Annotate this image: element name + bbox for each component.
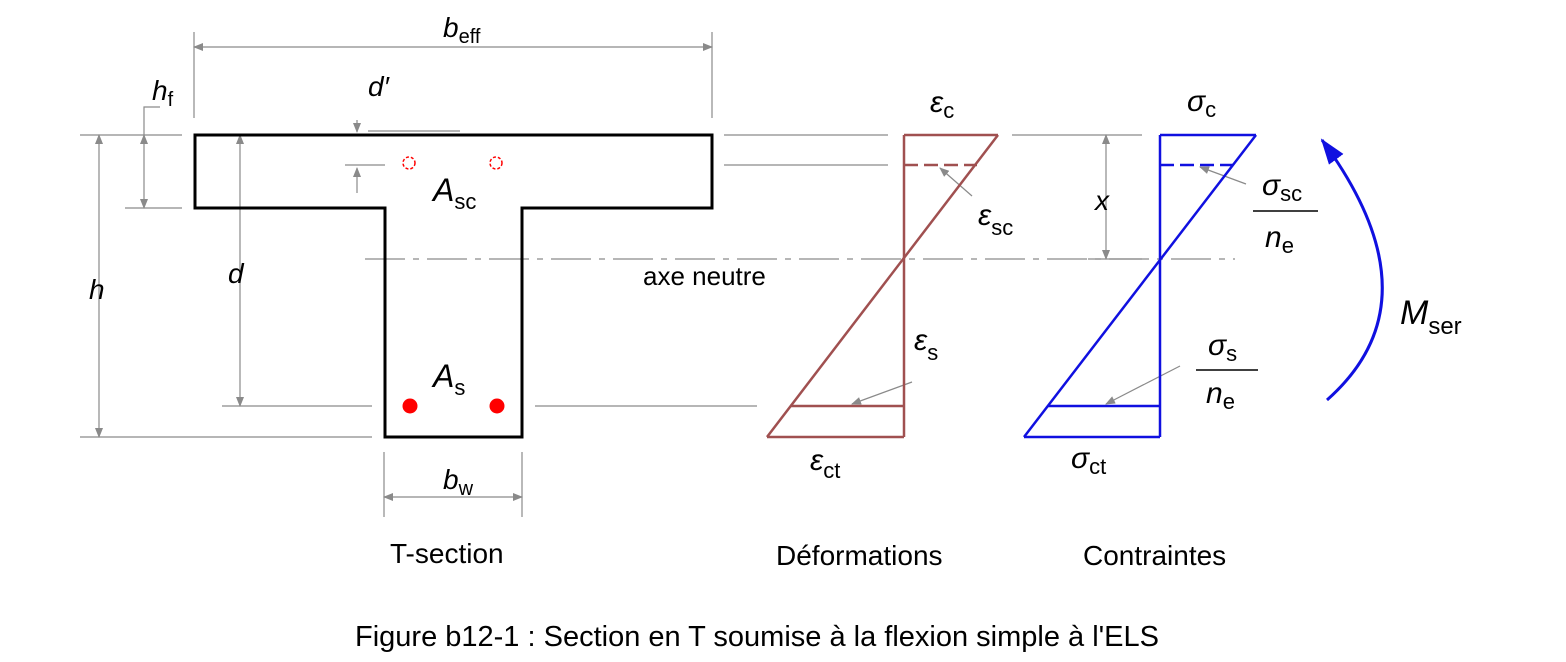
compression-rebars xyxy=(402,156,503,170)
label-beff: beff xyxy=(443,12,481,48)
label-sigma-ct: σct xyxy=(1071,442,1106,479)
moment-arrow xyxy=(1320,138,1384,402)
label-sigma-c: σc xyxy=(1187,85,1216,122)
stress-diagram xyxy=(1023,133,1257,439)
dimension-lines xyxy=(80,32,1247,517)
label-as: As xyxy=(431,358,465,400)
label-eps-s: εs xyxy=(914,324,938,365)
label-asc: Asc xyxy=(431,172,476,214)
strain-diagram xyxy=(766,133,999,439)
title-t-section: T-section xyxy=(390,538,504,569)
label-x: x xyxy=(1093,185,1110,216)
label-d: d xyxy=(228,258,245,289)
tension-rebars xyxy=(402,398,505,414)
t-section-outline xyxy=(193,133,714,439)
label-dprime: d′ xyxy=(368,71,391,102)
label-eps-ct: εct xyxy=(810,444,840,483)
label-axe-neutre: axe neutre xyxy=(643,261,766,291)
label-sigma-s: σs xyxy=(1208,329,1237,366)
label-bw: bw xyxy=(443,464,474,500)
label-eps-sc: εsc xyxy=(978,199,1013,240)
label-ne-1: ne xyxy=(1265,221,1294,258)
label-h: h xyxy=(89,274,105,305)
title-contraintes: Contraintes xyxy=(1083,540,1226,571)
label-sigma-sc: σsc xyxy=(1262,169,1302,206)
label-ne-2: ne xyxy=(1206,377,1235,414)
label-mser: Mser xyxy=(1400,294,1462,340)
label-hf: hf xyxy=(152,75,174,111)
figure-caption: Figure b12-1 : Section en T soumise à la… xyxy=(355,621,1159,653)
title-deformations: Déformations xyxy=(776,540,943,571)
label-eps-c: εc xyxy=(930,86,954,123)
